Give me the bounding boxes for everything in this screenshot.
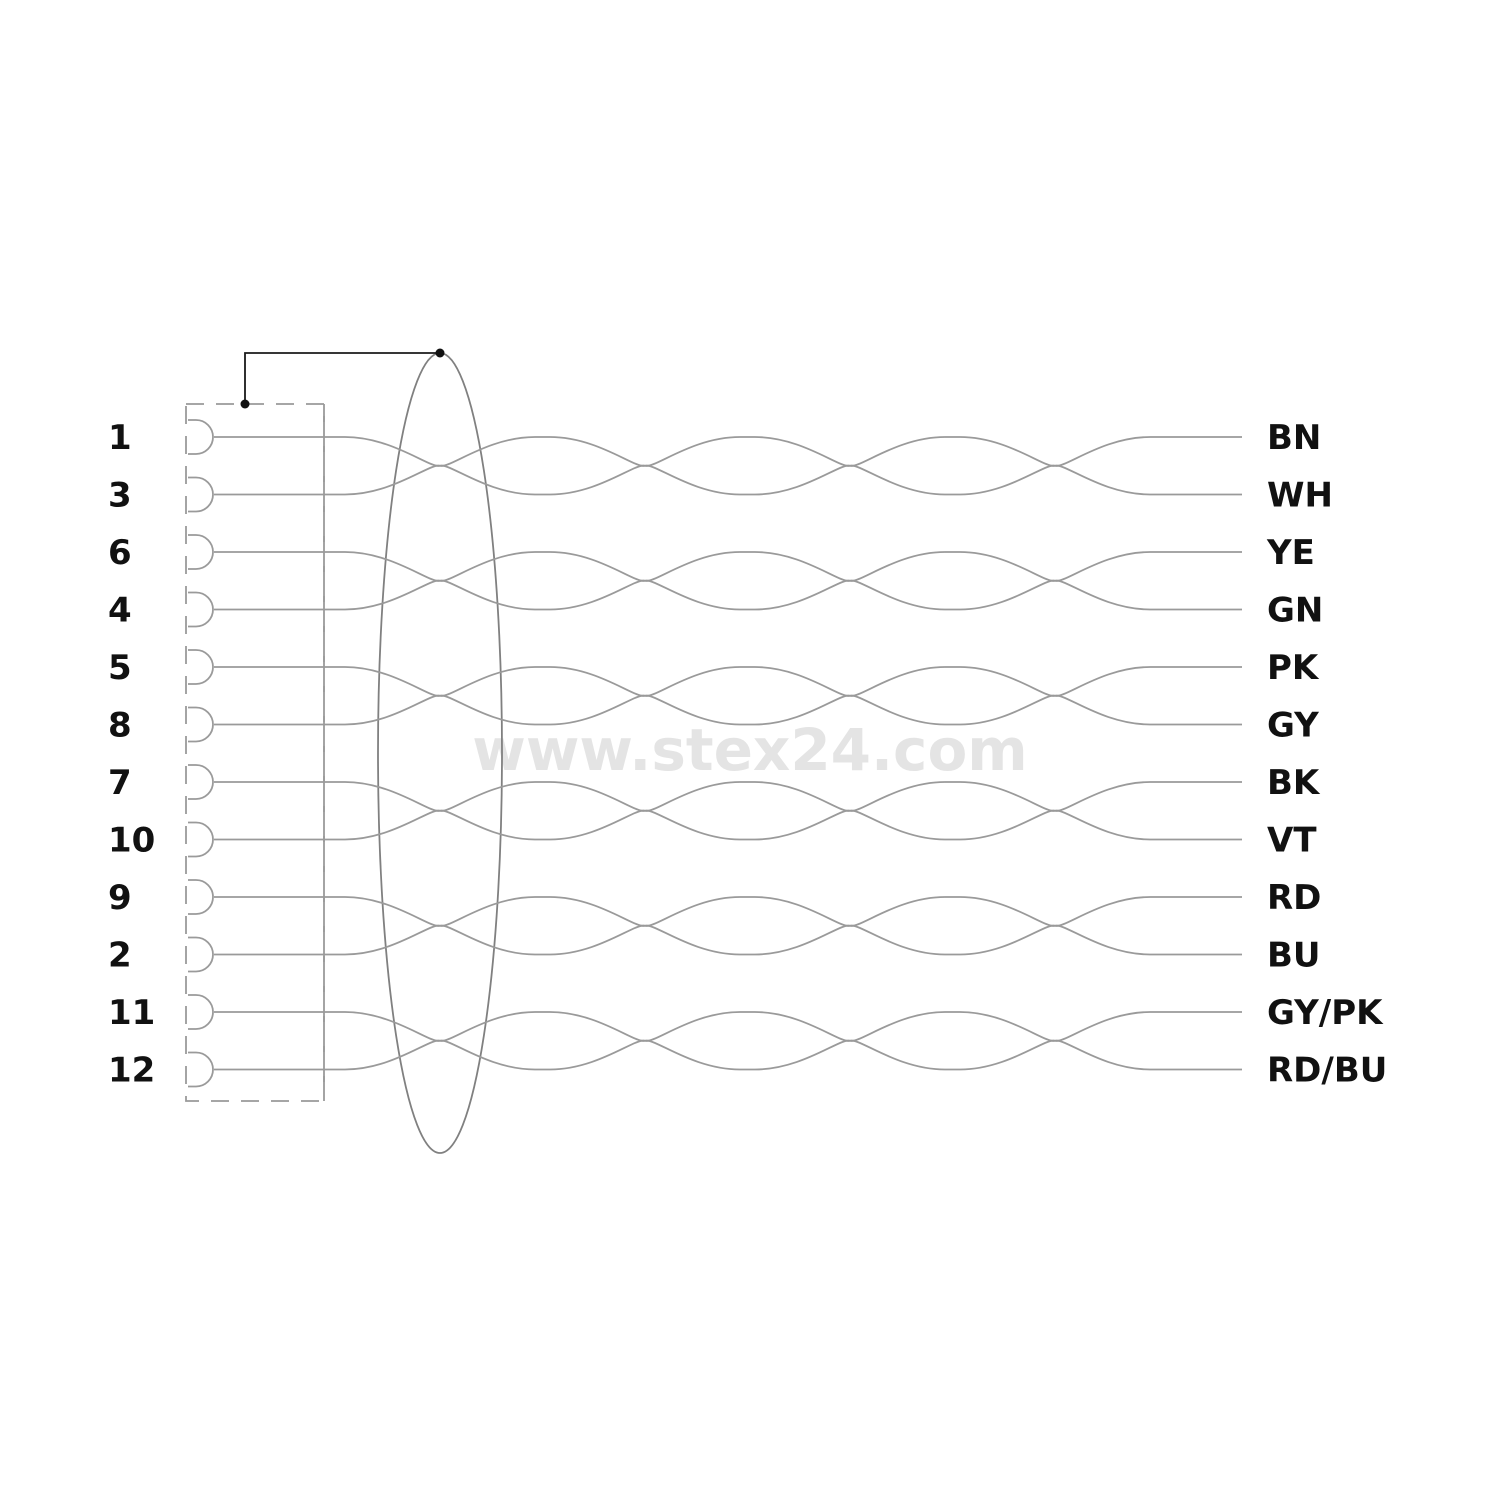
wire-color-label: GN <box>1267 591 1323 631</box>
socket-contact <box>188 419 214 455</box>
wire-color-label: GY/PK <box>1267 993 1384 1033</box>
pin-label-12: 12 <box>108 1051 155 1091</box>
socket-contact <box>188 706 214 743</box>
socket-contact <box>188 534 214 570</box>
twisted-pair-wire <box>214 1011 1242 1071</box>
socket-contact <box>188 591 214 628</box>
twisted-pair-wire <box>214 896 1242 956</box>
pin-label-7: 7 <box>108 763 132 803</box>
wire-color-label: PK <box>1267 648 1320 688</box>
pin-label-11: 11 <box>108 993 155 1033</box>
pin-label-2: 2 <box>108 936 132 976</box>
twisted-pair-wire <box>214 436 1242 496</box>
twisted-pair-wire <box>214 1011 1242 1071</box>
wire-color-label: GY <box>1267 706 1319 746</box>
socket-contact <box>188 649 214 685</box>
socket-contact <box>188 821 214 858</box>
socket-contact <box>188 764 214 800</box>
socket-contact <box>188 1051 214 1088</box>
wire-color-label: BU <box>1267 936 1321 976</box>
twisted-pair-wire <box>214 551 1242 611</box>
socket-contact <box>188 936 214 973</box>
wire-color-label: RD/BU <box>1267 1051 1387 1091</box>
twisted-pair-wire <box>214 666 1242 726</box>
contacts-layer <box>188 419 214 1088</box>
wire-color-label: RD <box>1267 878 1321 918</box>
wire-color-label: BN <box>1267 418 1321 458</box>
wire-color-label: WH <box>1267 476 1333 516</box>
connector-housing <box>185 403 325 1102</box>
pin-label-8: 8 <box>108 706 132 746</box>
watermark: www.stex24.com <box>472 716 1027 784</box>
wires-layer <box>214 436 1242 1071</box>
shield-connection-dot <box>435 348 445 358</box>
shield-drain-wire <box>244 352 440 404</box>
pin-label-1: 1 <box>108 418 132 458</box>
twisted-pair-wire <box>214 551 1242 611</box>
pin-label-5: 5 <box>108 648 132 688</box>
pin-labels: 1 3 6 4 5 8 7 10 9 2 11 12 <box>108 418 155 1091</box>
wire-color-label: BK <box>1267 763 1321 803</box>
twisted-pair-wire <box>214 666 1242 726</box>
twisted-pair-wire <box>214 436 1242 496</box>
drain-connection-dot <box>240 399 250 409</box>
socket-contact <box>188 994 214 1030</box>
pin-label-6: 6 <box>108 533 132 573</box>
wire-color-label: YE <box>1266 533 1315 573</box>
pin-label-10: 10 <box>108 821 155 861</box>
twisted-pair-wire <box>214 896 1242 956</box>
socket-contact <box>188 879 214 915</box>
pin-label-4: 4 <box>108 591 132 631</box>
pin-label-9: 9 <box>108 878 132 918</box>
pin-label-3: 3 <box>108 476 132 516</box>
wire-color-label: VT <box>1267 821 1317 861</box>
color-labels: BN WH YE GN PK GY BK VT RD BU GY/PK RD/BU <box>1266 418 1387 1091</box>
socket-contact <box>188 476 214 513</box>
twisted-pair-wire <box>214 781 1242 841</box>
twisted-pair-wire <box>214 781 1242 841</box>
